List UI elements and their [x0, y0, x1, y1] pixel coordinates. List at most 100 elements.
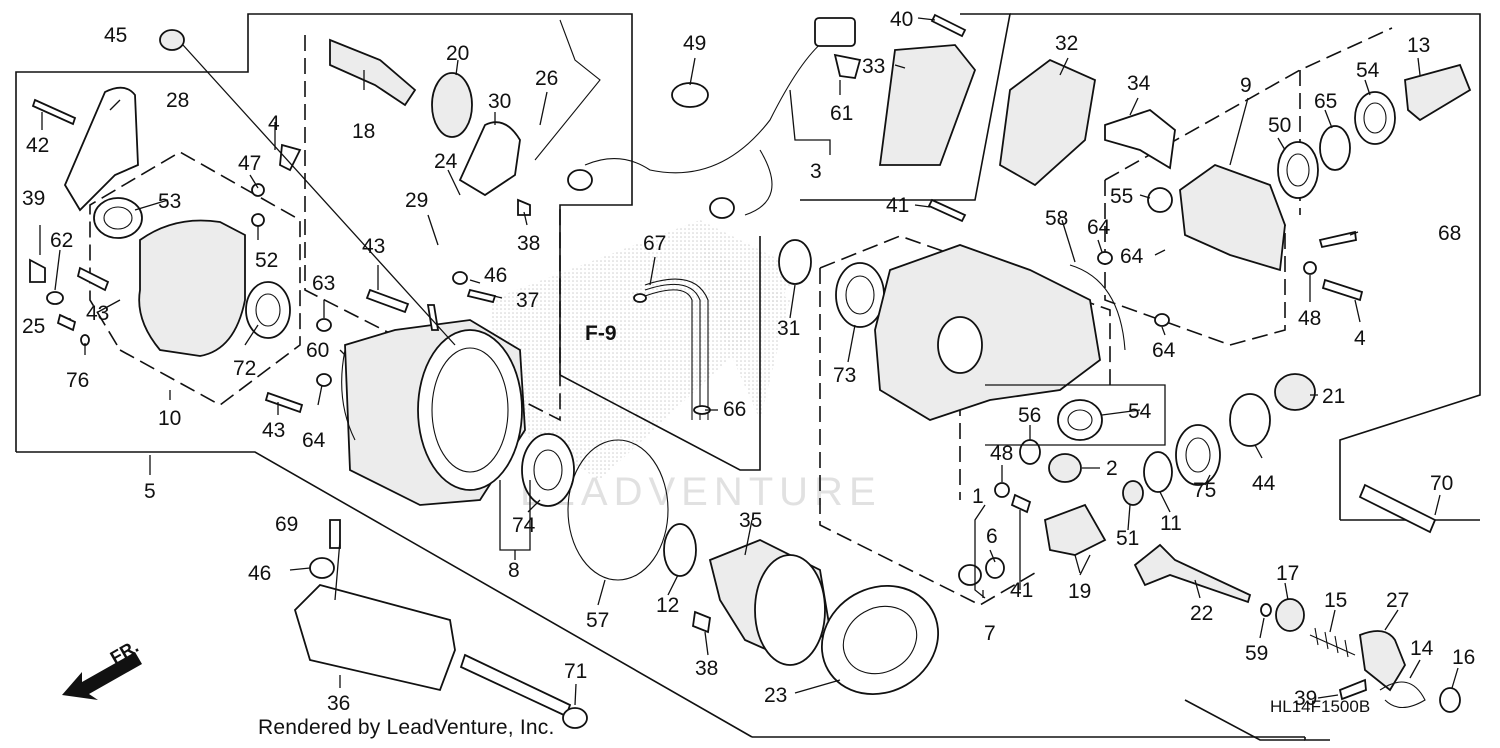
callout-63: 62 [50, 229, 73, 252]
callout-7: 7 [984, 622, 996, 645]
rod-part-26 [534, 19, 601, 161]
callout-72: 71 [564, 660, 587, 683]
cover-part-33 [878, 44, 977, 166]
lever-part-27 [1359, 630, 1407, 692]
callout-43: 43 [262, 419, 285, 442]
joint-part-13 [1404, 63, 1472, 122]
callout-4: 4 [268, 112, 280, 135]
callout-27: 27 [1386, 589, 1409, 612]
bearing-part-76 [1175, 424, 1221, 486]
clip-part-66 [1319, 125, 1351, 171]
seal-part-55 [1354, 91, 1396, 145]
parts-artwork [29, 13, 1472, 729]
callout-55: 54 [1356, 59, 1380, 82]
clip-part-16 [1439, 687, 1461, 713]
callout-44: 43 [362, 235, 385, 258]
callout-41: 40 [890, 8, 913, 31]
collar-part-17 [1275, 598, 1305, 632]
seal-part-12 [663, 523, 697, 577]
spring-part-15 [1309, 627, 1356, 658]
callout-30: 30 [488, 90, 511, 113]
bearing-part-52 [1122, 480, 1144, 506]
oring-part-59 [1069, 264, 1126, 351]
callout-48: 47 [238, 152, 261, 175]
pinion-part-19 [1043, 503, 1107, 556]
ring-gear-part-23 [820, 584, 940, 696]
callout-61: 60 [306, 339, 329, 362]
callout-50: 49 [683, 32, 706, 55]
callout-64: 64 [302, 429, 326, 452]
callout-33: 33 [862, 55, 885, 78]
callout-26: 26 [535, 67, 558, 90]
callout-75: 74 [512, 514, 536, 537]
watermark-text: LEADVENTURE [520, 470, 882, 514]
callout-64: 63 [312, 272, 335, 295]
ring-part-57 [1019, 439, 1041, 465]
callout-67: 66 [723, 398, 746, 421]
spacer-part-2 [1048, 453, 1082, 483]
shaft-part-18 [329, 38, 417, 107]
callout-64: 64 [1087, 216, 1111, 239]
callout-60: 59 [1245, 642, 1268, 665]
oring-part-58 [567, 439, 669, 581]
callout-54: 54 [1128, 400, 1152, 423]
callout-6: 6 [986, 525, 998, 548]
bracket-part-28 [63, 86, 139, 212]
bracket-part-30 [458, 121, 521, 197]
callout-68: 67 [643, 232, 666, 255]
shim-part-11 [1143, 451, 1173, 493]
callout-64: 64 [1152, 339, 1176, 362]
harness-part-3 [584, 39, 826, 216]
bearing-part-73 [245, 281, 291, 339]
callout-54: 53 [158, 190, 181, 213]
front-arrow-icon [62, 652, 142, 700]
oring-part-61 [341, 349, 356, 441]
callout-71: 70 [1430, 472, 1453, 495]
callout-31: 31 [777, 317, 800, 340]
callout-76: 75 [1193, 479, 1216, 502]
callout-11: 11 [1160, 512, 1182, 535]
callout-22: 22 [1190, 602, 1213, 625]
assembly-boundaries [15, 13, 1481, 741]
callout-66: 65 [1314, 90, 1337, 113]
callout-74: 73 [833, 364, 856, 387]
callout-37: 37 [516, 289, 539, 312]
case-cover-part-9 [1179, 163, 1286, 272]
bolt-part-72 [459, 653, 572, 718]
callout-53: 52 [255, 249, 278, 272]
reference-f9[interactable]: F-9 [585, 322, 617, 345]
clamp-part-50 [671, 82, 709, 108]
callout-2: 2 [1106, 457, 1118, 480]
callout-43: 42 [26, 134, 49, 157]
callout-15: 15 [1324, 589, 1347, 612]
callout-62: 61 [830, 102, 853, 125]
callout-32: 32 [1055, 32, 1078, 55]
callout-59: 58 [1045, 207, 1068, 230]
callout-21: 21 [1322, 385, 1345, 408]
callout-73: 72 [233, 357, 256, 380]
case-cover-part-10 [138, 219, 246, 357]
hose-part-68 [644, 283, 701, 420]
callout-29: 29 [405, 189, 428, 212]
callout-20: 20 [446, 42, 469, 65]
callout-69: 68 [1438, 222, 1461, 245]
callout-1: 1 [972, 485, 984, 508]
callout-34: 34 [1127, 72, 1151, 95]
callout-46: 45 [104, 24, 127, 47]
callout-51: 50 [1268, 114, 1291, 137]
callout-42: 41 [1010, 579, 1033, 602]
callout-45: 44 [1252, 472, 1276, 495]
callout-19: 19 [1068, 580, 1091, 603]
callout-14: 14 [1410, 637, 1434, 660]
callout-17: 17 [1276, 562, 1299, 585]
callout-47: 46 [484, 264, 507, 287]
seal-part-31 [778, 239, 812, 285]
callout-43: 43 [86, 302, 109, 325]
callout-labels: 1 2 3 4 4 5 6 7 8 9 10 11 12 13 14 15 16… [22, 8, 1475, 715]
callout-52: 51 [1116, 527, 1139, 550]
bearing-part-75 [521, 433, 575, 507]
callout-57: 56 [1018, 404, 1041, 427]
callout-5: 5 [144, 480, 156, 503]
bolt-part-71 [1358, 483, 1437, 534]
